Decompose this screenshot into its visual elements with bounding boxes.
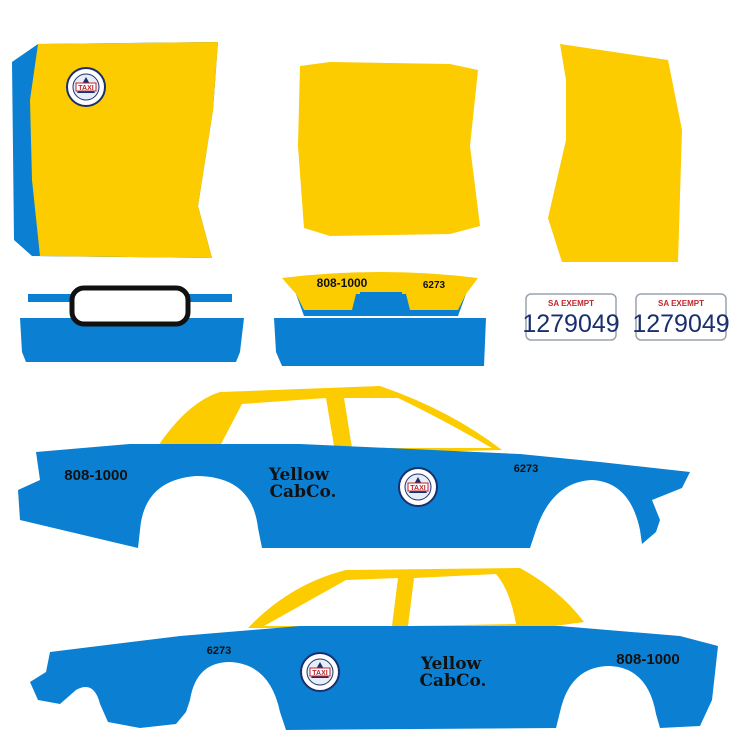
left-body-blue xyxy=(30,626,718,730)
hood-yellow xyxy=(30,42,218,258)
left-seal-text: TAXI xyxy=(312,670,327,677)
license-plate-2: SA EXEMPT 1279049 xyxy=(632,293,730,341)
plate-1-header: SA EXEMPT xyxy=(548,299,594,308)
front-bumper xyxy=(20,318,244,362)
left-brand-line2: CabCo. xyxy=(420,671,487,691)
plate-1-number: 1279049 xyxy=(522,310,619,338)
car-side-left: 6273 Yellow CabCo. 808-1000 TAXI xyxy=(30,568,718,730)
roof-panel xyxy=(298,62,480,236)
left-unit-text: 6273 xyxy=(207,645,231,657)
right-unit-text: 6273 xyxy=(514,463,538,475)
left-brand-line1: Yellow xyxy=(420,654,482,674)
rear-light-gap-right xyxy=(406,294,466,310)
rear-light-gap-left xyxy=(296,294,356,310)
right-brand-line2: CabCo. xyxy=(270,482,337,502)
rear-window-strip xyxy=(282,272,478,294)
left-front-window xyxy=(264,578,398,626)
plate-2-header: SA EXEMPT xyxy=(658,299,704,308)
rear-bumper xyxy=(274,318,486,366)
right-phone-text: 808-1000 xyxy=(64,467,127,484)
grille-outline xyxy=(69,285,191,327)
left-phone-text: 808-1000 xyxy=(616,651,679,668)
right-seal-text: TAXI xyxy=(410,485,425,492)
hood-seal-text: TAXI xyxy=(78,85,93,92)
front-bumper-panel xyxy=(20,285,244,362)
hood-panel: TAXI xyxy=(12,42,218,258)
rear-plate-area xyxy=(360,292,402,316)
rear-phone-text: 808-1000 xyxy=(317,276,368,290)
license-plate-1: SA EXEMPT 1279049 xyxy=(522,293,620,341)
trunk-panel xyxy=(548,44,682,262)
right-front-window xyxy=(220,398,334,446)
car-side-right: 808-1000 Yellow CabCo. 6273 TAXI xyxy=(18,386,690,548)
right-brand-line1: Yellow xyxy=(268,465,330,485)
right-rear-window xyxy=(344,398,492,448)
right-body-blue xyxy=(18,444,690,548)
rear-unit-text: 6273 xyxy=(423,280,446,291)
plate-2-number: 1279049 xyxy=(632,310,729,338)
left-rear-window xyxy=(408,574,516,626)
rear-panel: 808-1000 6273 xyxy=(274,272,486,366)
